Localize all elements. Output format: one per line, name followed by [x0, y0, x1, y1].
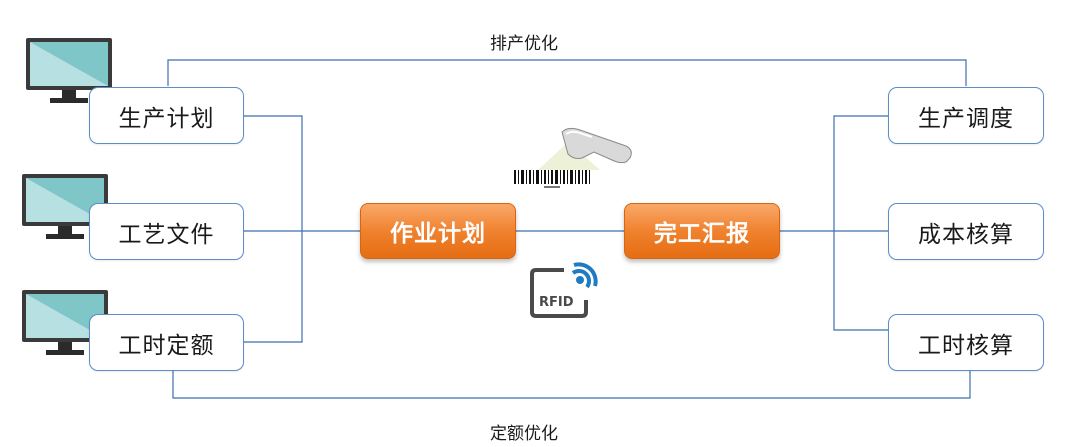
box-production-plan: 生产计划	[89, 87, 244, 144]
rfid-icon: RFID	[530, 262, 598, 318]
box-labor-accounting: 工时核算	[888, 314, 1044, 371]
box-production-scheduling: 生产调度	[888, 87, 1044, 144]
box-process-documents: 工艺文件	[89, 203, 244, 260]
box-labor-quota: 工时定额	[89, 314, 244, 371]
rfid-label: RFID	[539, 295, 574, 310]
monitor-icon	[26, 38, 112, 103]
box-cost-accounting: 成本核算	[888, 203, 1044, 260]
box-work-plan: 作业计划	[360, 203, 516, 259]
top-loop-label: 排产优化	[490, 34, 558, 54]
barcode-scanner-icon	[514, 127, 632, 188]
box-completion-report: 完工汇报	[624, 203, 780, 259]
bottom-loop-label: 定额优化	[490, 424, 558, 444]
